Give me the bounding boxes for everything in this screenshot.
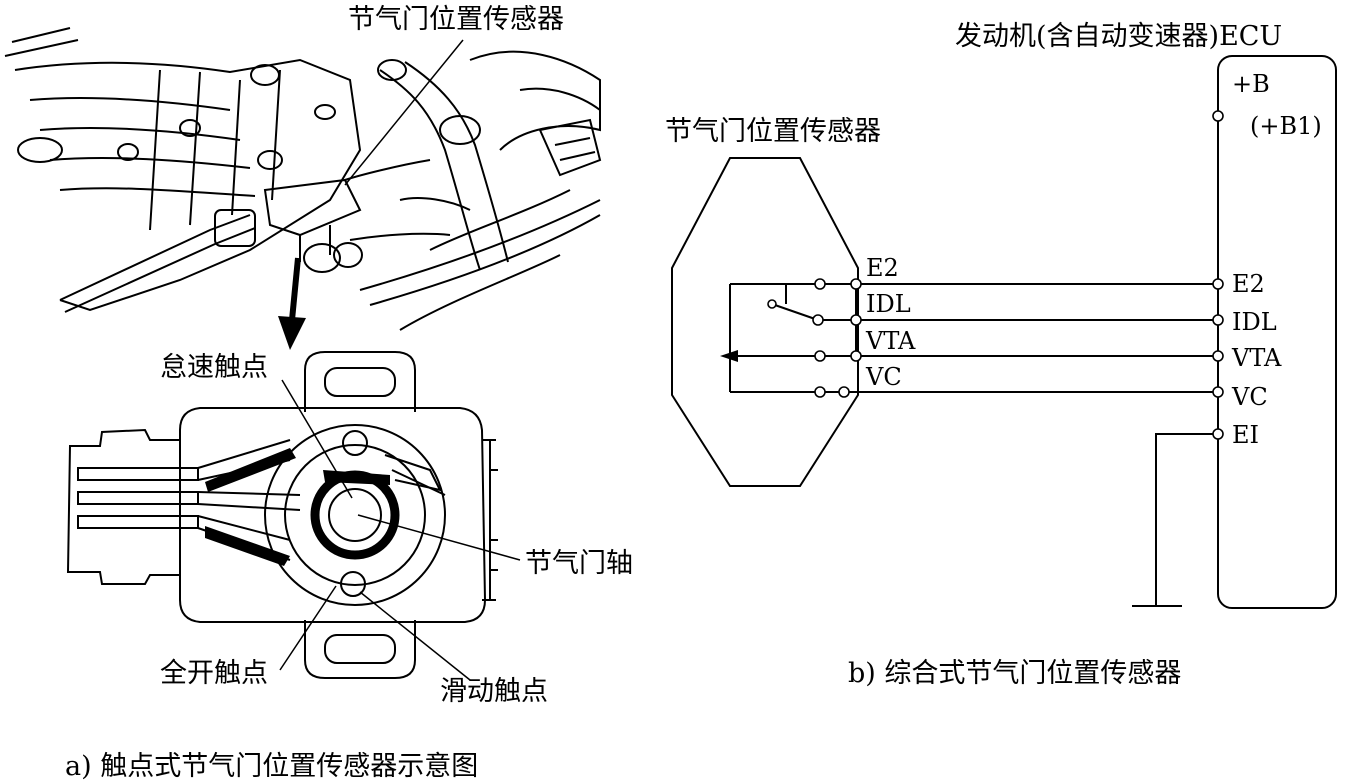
sensor-pin-vc: VC (865, 363, 902, 391)
arrow-down-icon (278, 257, 306, 350)
ecu-pin-vta: VTA (1231, 344, 1282, 372)
ecu-pin-e2: E2 (1232, 270, 1265, 298)
idle-contact-label: 怠速触点 (160, 352, 268, 383)
sensor-label: 节气门位置传感器 (348, 4, 564, 35)
throttle-shaft-leader (357, 514, 521, 561)
ecu-power-pin-label: +B (1232, 70, 1270, 98)
sensor-pin-idl: IDL (866, 290, 911, 318)
throttle-shaft-label: 节气门轴 (525, 548, 633, 579)
sensor-title: 节气门位置传感器 (665, 116, 881, 147)
sensor-internal-circuit (729, 283, 856, 393)
contact-sensor-drawing (66, 351, 498, 679)
ecu-pin-idl: IDL (1232, 308, 1277, 336)
sensor-body (671, 157, 859, 487)
contact-strips (205, 448, 390, 566)
idle-contact-leader (281, 379, 353, 499)
caption-b: b) 综合式节气门位置传感器 (848, 658, 1181, 689)
ground-wire (1132, 433, 1213, 607)
signal-wires (823, 283, 1213, 393)
sensor-pin-vta: VTA (865, 327, 916, 355)
ecu-pin-vc: VC (1231, 383, 1268, 411)
caption-a: a) 触点式节气门位置传感器示意图 (65, 751, 478, 782)
sensor-terminals (767, 278, 862, 398)
ecu-box (1217, 55, 1337, 609)
full-open-contact-leader (279, 585, 337, 671)
full-open-contact-label: 全开触点 (160, 658, 268, 689)
ecu-power-alt-label: (+B1) (1250, 112, 1322, 140)
sensor-pin-e2: E2 (866, 254, 899, 282)
wiper-arrow-icon (720, 350, 738, 362)
ecu-terminals (1212, 278, 1224, 440)
ecu-title: 发动机(含自动变速器)ECU (955, 21, 1282, 52)
engine-throttle-body-drawing (4, 27, 602, 331)
sliding-contact-label: 滑动触点 (440, 676, 548, 707)
ecu-power-terminal (1212, 110, 1224, 122)
ecu-pin-ei: EI (1232, 421, 1259, 449)
sensor-label-leader (344, 39, 464, 186)
sliding-contact-leader (359, 591, 471, 681)
